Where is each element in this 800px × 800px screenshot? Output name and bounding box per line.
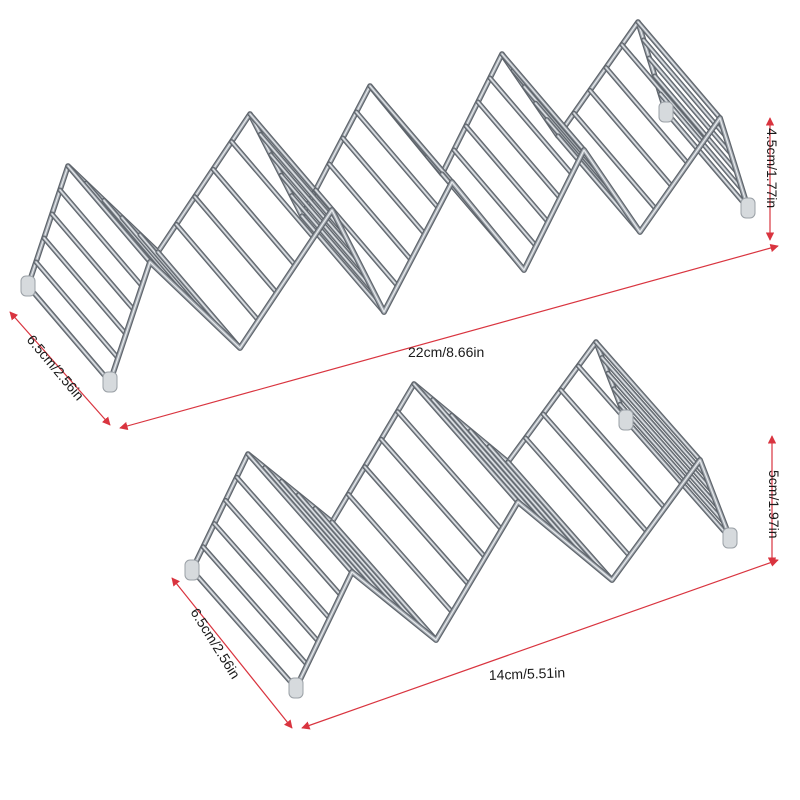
large-rung [654,75,738,173]
large-rung [270,154,354,252]
small-foot-back-left [184,559,200,581]
small-rung [451,414,557,534]
small-height-label: 5cm/1.97in [766,470,782,538]
small-length-dimension-line [301,558,779,730]
small-rung [469,430,575,550]
large-connector [637,21,721,119]
large-foot-front-left [102,371,118,393]
large-foot-back-right [658,101,674,123]
large-rung [648,57,732,155]
small-foot-back-right [618,409,634,431]
large-rung [573,112,657,210]
small-rung [347,493,453,613]
large-rung [465,125,549,223]
small-connector [247,453,353,573]
large-rung [605,67,689,165]
small-connector [625,419,731,539]
small-rung [607,372,713,492]
small-depth-dimension-line [171,577,293,729]
small-foot-front-left [288,677,304,699]
large-foot-back-left [20,275,36,297]
small-rung [432,399,538,519]
small-rung [213,523,319,643]
large-foot-front-right [740,197,756,219]
large-rung [355,111,439,209]
large-connector [501,53,585,151]
small-rung [314,507,420,627]
small-length-label: 14cm/5.51in [489,664,566,683]
small-rung [619,403,725,523]
small-foot-front-right [722,527,738,549]
small-rung [297,494,403,614]
large-rung [43,237,127,335]
large-rung [589,89,673,187]
large-rack-rungs [25,19,751,385]
small-connector [413,383,519,503]
small-rung [488,445,594,565]
large-length-label: 22cm/8.66in [408,344,484,360]
small-rack-rungs [189,339,733,691]
small-rung [364,466,470,586]
large-height-label: 4.5cm/1.77in [764,128,780,208]
large-rung [643,39,727,137]
large-rung [489,77,573,175]
large-rung [231,141,315,239]
large-connector [369,85,453,183]
large-rung [453,149,537,247]
large-rung [194,196,278,294]
large-rung [342,137,426,235]
large-rung [621,44,705,142]
small-rung [525,437,631,557]
large-length-dimension-line [119,243,779,431]
small-rung [613,388,719,508]
small-rung [542,413,648,533]
large-depth-dimension-line [9,311,111,426]
large-taco-rack [20,19,756,393]
small-rung [380,438,486,558]
large-connector [665,111,749,209]
large-rack-dimensions: 22cm/8.66in 6.5cm/2.56in 4.5cm/1.77in [9,117,780,431]
small-taco-rack [184,339,738,699]
large-rung [477,101,561,199]
large-rung [175,223,259,321]
small-rung [397,411,503,531]
